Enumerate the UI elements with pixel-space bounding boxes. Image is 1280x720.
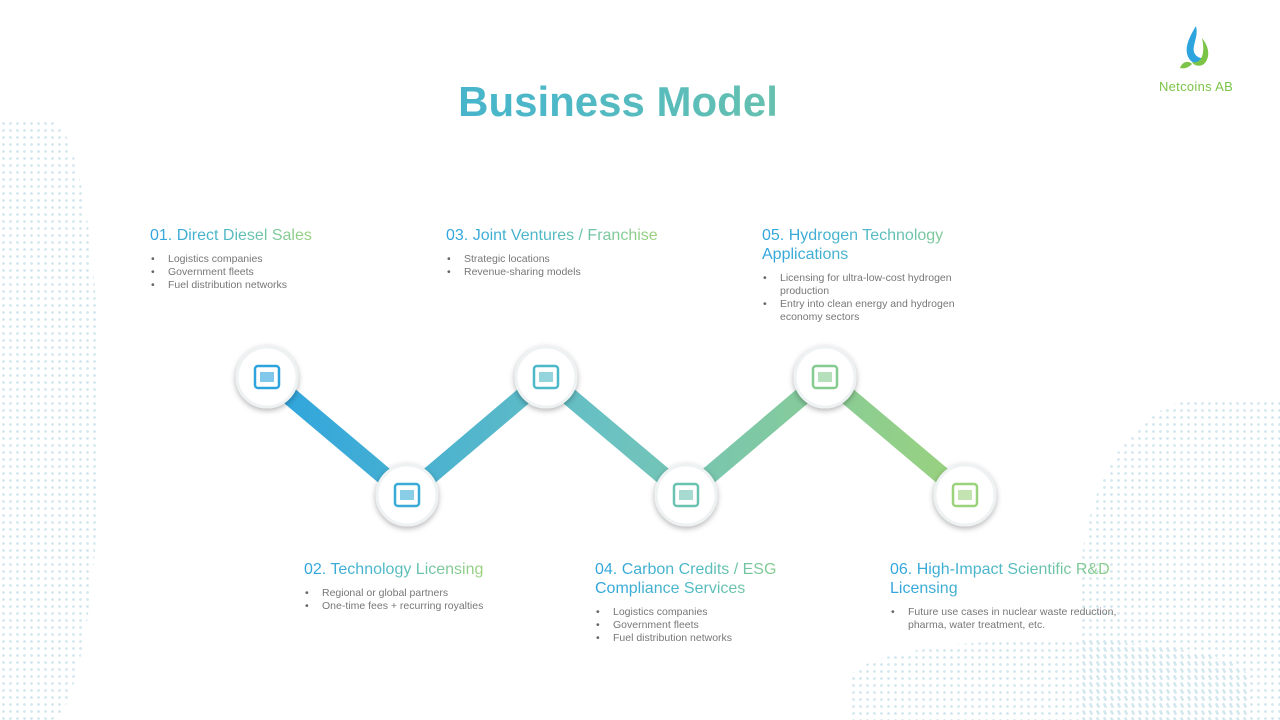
connector-line [261, 365, 971, 507]
logo: Netcoins AB [1146, 24, 1246, 94]
bullet: Licensing for ultra-low-cost hydrogen pr… [763, 272, 987, 298]
step-01: 01. Direct Diesel Sales Logistics compan… [150, 226, 410, 292]
lab-beaker-icon [951, 482, 979, 508]
step-node-6 [933, 463, 997, 527]
step-node-5 [793, 345, 857, 409]
fuel-pump-icon [253, 364, 281, 390]
drop-leaf-icon [1180, 26, 1209, 69]
carbon-cycle-icon [672, 482, 700, 508]
bullet: Regional or global partners [305, 587, 564, 600]
page-title: Business Model [0, 78, 1236, 126]
license-certificate-icon [393, 482, 421, 508]
hydrogen-station-icon [811, 364, 839, 390]
bullet: Strategic locations [447, 253, 726, 266]
step-node-4 [654, 463, 718, 527]
icon-detail [818, 372, 832, 382]
icon-detail [400, 490, 414, 500]
bullet: Fuel distribution networks [596, 632, 805, 645]
step-heading: 05. Hydrogen Technology Applications [762, 226, 987, 264]
step-node-1 [235, 345, 299, 409]
bullet: Logistics companies [151, 253, 410, 266]
step-node-2 [375, 463, 439, 527]
logo-text: Netcoins AB [1158, 79, 1234, 94]
step-06: 06. High-Impact Scientific R&D Licensing… [890, 560, 1130, 632]
dot-pattern-bottom [850, 640, 1250, 720]
step-heading: 06. High-Impact Scientific R&D Licensing [890, 560, 1130, 598]
icon-detail [260, 372, 274, 382]
bullet: Government fleets [151, 266, 410, 279]
icon-detail [958, 490, 972, 500]
bullet: Fuel distribution networks [151, 279, 410, 292]
step-03: 03. Joint Ventures / Franchise Strategic… [446, 226, 726, 279]
bullet: Logistics companies [596, 606, 805, 619]
step-02: 02. Technology Licensing Regional or glo… [304, 560, 564, 613]
step-04: 04. Carbon Credits / ESG Compliance Serv… [595, 560, 805, 645]
city-buildings-icon [532, 364, 560, 390]
step-node-3 [514, 345, 578, 409]
icon-detail [679, 490, 693, 500]
bullet: Future use cases in nuclear waste reduct… [891, 606, 1130, 632]
bullet: Entry into clean energy and hydrogen eco… [763, 298, 987, 324]
step-heading: 01. Direct Diesel Sales [150, 227, 312, 244]
step-heading: 03. Joint Ventures / Franchise [446, 227, 658, 244]
bullet: Government fleets [596, 619, 805, 632]
step-heading: 04. Carbon Credits / ESG Compliance Serv… [595, 560, 805, 598]
bullet: One-time fees + recurring royalties [305, 600, 564, 613]
icon-detail [539, 372, 553, 382]
bullet: Revenue-sharing models [447, 266, 726, 279]
dot-pattern-left [0, 120, 100, 720]
step-05: 05. Hydrogen Technology Applications Lic… [762, 226, 987, 324]
step-heading: 02. Technology Licensing [304, 561, 484, 578]
